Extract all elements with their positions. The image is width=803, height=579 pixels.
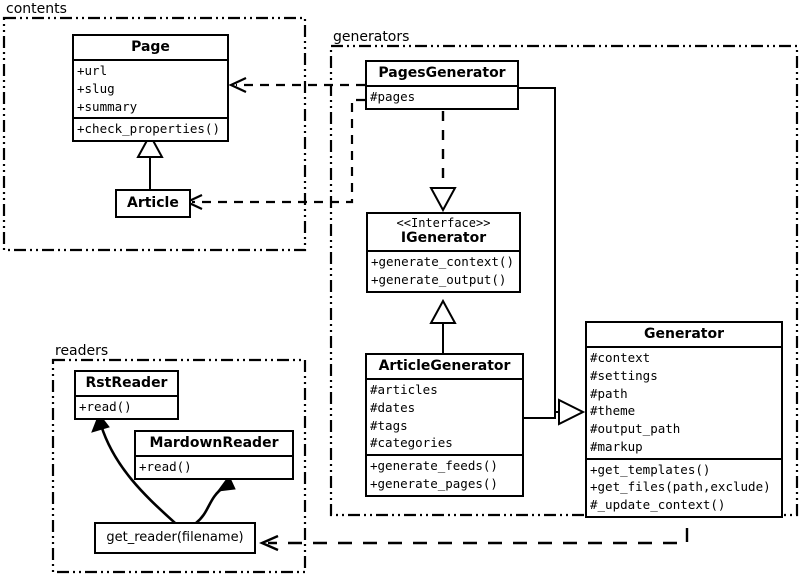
class-operation: +read() <box>139 459 192 475</box>
class-box-article-generator[interactable]: ArticleGenerator #articles #dates #tags … <box>365 353 524 497</box>
class-name-pages-generator: PagesGenerator <box>378 65 506 81</box>
class-attributes-page: +url +slug +summary <box>74 59 227 117</box>
class-box-igenerator[interactable]: <<Interface>> IGenerator +generate_conte… <box>366 212 521 293</box>
class-name-rst-reader: RstReader <box>85 375 168 391</box>
class-operation: +check_properties() <box>77 121 220 137</box>
class-name-igenerator: IGenerator <box>400 230 487 247</box>
class-name-page: Page <box>131 39 170 55</box>
class-operation: +read() <box>79 399 132 415</box>
class-attribute: +summary <box>77 98 138 114</box>
class-operation: +generate_output() <box>371 272 507 288</box>
class-stereotype-igenerator: <<Interface>> <box>396 216 491 230</box>
class-attribute: #path <box>590 385 628 401</box>
class-attribute: #articles <box>370 382 438 398</box>
class-operations-igenerator: +generate_context() +generate_output() <box>368 250 519 291</box>
class-attribute: #categories <box>370 435 453 451</box>
class-operations-mardown-reader: +read() <box>136 455 292 478</box>
class-operations-article-generator: +generate_feeds() +generate_pages() <box>367 454 522 495</box>
package-label-contents: contents <box>6 1 67 17</box>
arrowhead-triangle-igenerator-bottom <box>429 298 457 324</box>
class-attributes-article-generator: #articles #dates #tags #categories <box>367 378 522 454</box>
edge-getreader-creates-mardownreader <box>194 485 226 525</box>
function-name-get-reader: get_reader(filename) <box>106 530 244 545</box>
class-attribute: #output_path <box>590 421 681 437</box>
class-name-article-generator: ArticleGenerator <box>378 358 511 374</box>
class-operation: +generate_context() <box>371 254 514 270</box>
class-operation: +get_templates() <box>590 461 711 477</box>
class-operations-page: +check_properties() <box>74 117 227 140</box>
class-name-article: Article <box>127 195 179 211</box>
class-operation: +generate_feeds() <box>370 458 498 474</box>
package-label-generators: generators <box>333 29 410 45</box>
class-attributes-pages-generator: #pages <box>367 85 517 108</box>
class-box-generator[interactable]: Generator #context #settings #path #them… <box>585 321 783 518</box>
class-attribute: #tags <box>370 417 408 433</box>
arrowhead-triangle-igenerator-top <box>429 187 457 213</box>
class-operations-rst-reader: +read() <box>76 395 177 418</box>
class-attribute: #settings <box>590 367 658 383</box>
class-operation: +generate_pages() <box>370 475 498 491</box>
arrowhead-open-getreader <box>259 534 279 552</box>
package-label-readers: readers <box>55 343 109 359</box>
class-box-pages-generator[interactable]: PagesGenerator #pages <box>365 60 519 110</box>
class-attribute: #dates <box>370 399 416 415</box>
arrowhead-open-page <box>228 77 247 93</box>
class-attribute: +url <box>77 63 108 79</box>
edge-pagesgenerator-inherits-generator <box>519 87 556 412</box>
function-box-get-reader[interactable]: get_reader(filename) <box>94 522 256 554</box>
class-box-article[interactable]: Article <box>115 189 191 219</box>
class-attribute: #context <box>590 350 651 366</box>
arrowhead-triangle-generator <box>558 398 586 426</box>
class-box-page[interactable]: Page +url +slug +summary +check_properti… <box>72 34 229 143</box>
edge-articlegenerator-inherits-generator <box>524 411 558 419</box>
class-operations-generator: +get_templates() +get_files(path,exclude… <box>587 457 781 516</box>
class-attribute: #pages <box>370 89 416 105</box>
class-operation: +get_files(path,exclude) <box>590 479 771 495</box>
class-box-mardown-reader[interactable]: MardownReader +read() <box>134 430 294 480</box>
class-operation: #_update_context() <box>590 497 726 513</box>
class-attributes-generator: #context #settings #path #theme #output_… <box>587 346 781 458</box>
class-attribute: #markup <box>590 438 643 454</box>
class-name-generator: Generator <box>643 326 724 342</box>
class-box-rst-reader[interactable]: RstReader +read() <box>74 370 179 420</box>
class-attribute: #theme <box>590 403 636 419</box>
class-name-mardown-reader: MardownReader <box>149 435 279 451</box>
class-attribute: +slug <box>77 80 115 96</box>
